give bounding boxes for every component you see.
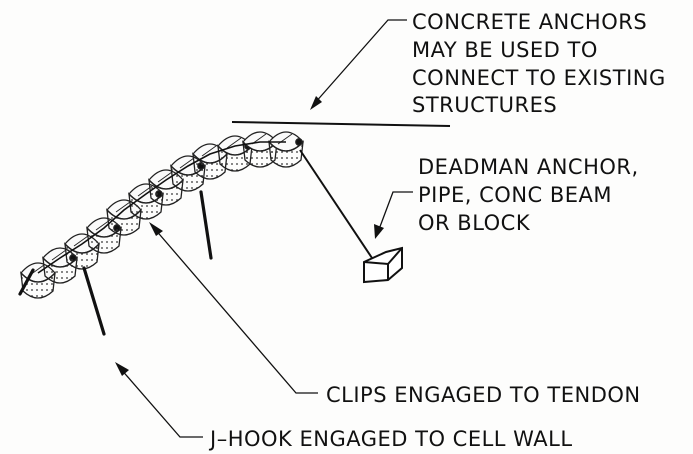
tendon-to-deadman (299, 149, 373, 259)
tendon-clip (295, 138, 303, 146)
leader-clips (153, 227, 318, 394)
deadman-block (363, 246, 403, 284)
concrete-anchors-callout: CONCRETE ANCHORS MAY BE USED TO CONNECT … (412, 10, 673, 117)
deadman-anchor-callout: DEADMAN ANCHOR, PIPE, CONC BEAM OR BLOCK (418, 155, 646, 235)
leader-jhook (119, 367, 203, 438)
arrowhead-deadman (374, 224, 384, 239)
j-hook-stakes (18, 190, 213, 336)
tendon-to-existing-structure (231, 121, 451, 127)
arrowhead-concrete-anchors (310, 96, 322, 110)
geocell-cells (20, 131, 304, 299)
arrowhead-clips (149, 222, 163, 236)
clips-callout: CLIPS ENGAGED TO TENDON (326, 383, 641, 407)
leader-deadman (377, 191, 413, 233)
leader-concrete-anchors (313, 19, 407, 105)
leader-arrowheads (115, 96, 384, 376)
arrowhead-jhook (115, 362, 129, 376)
tendon-through-cells (37, 141, 286, 274)
geocell-cell (268, 131, 304, 168)
leader-lines (119, 19, 413, 438)
jhook-callout: J–HOOK ENGAGED TO CELL WALL (208, 427, 573, 451)
